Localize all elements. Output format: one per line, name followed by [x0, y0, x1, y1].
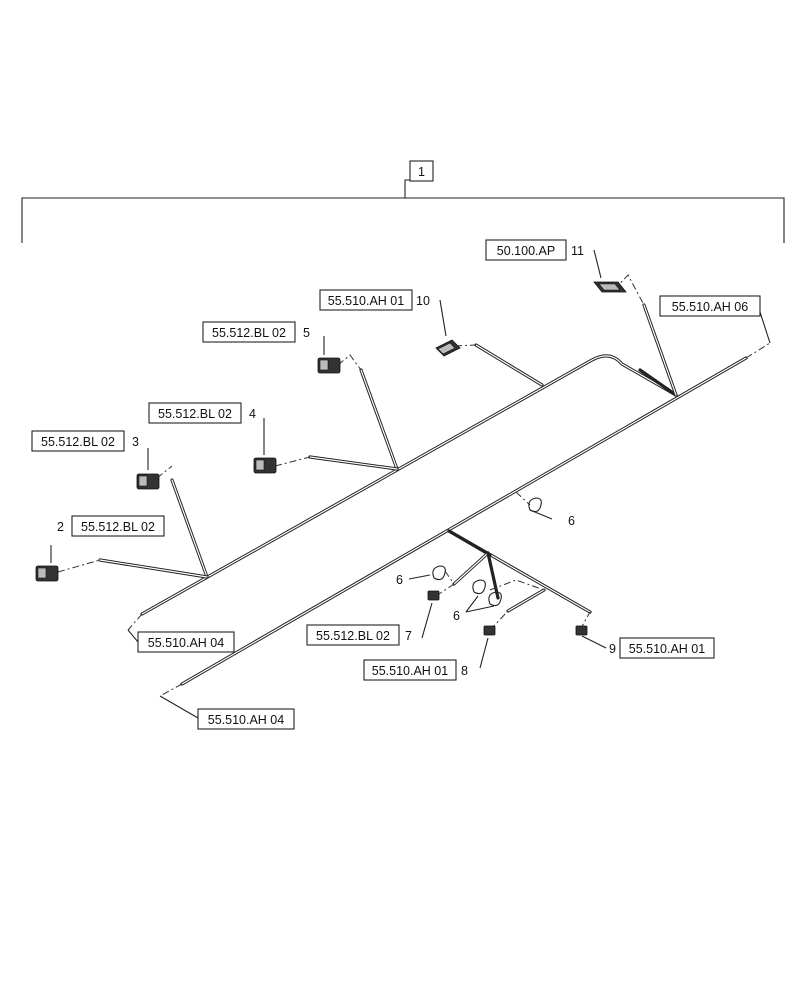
callout-item-10[interactable]: 55.510.AH 01 10 [319, 289, 430, 311]
callout-item-number: 8 [461, 664, 468, 678]
callout-reference: 55.510.AH 04 [148, 636, 224, 650]
callout-reference: 55.512.BL 02 [81, 520, 155, 534]
callout-item-number: 11 [571, 244, 584, 258]
callout-item-8[interactable]: 55.510.AH 01 8 [363, 659, 468, 681]
branch-wires-upper [98, 303, 678, 579]
callout-item-2[interactable]: 2 55.512.BL 02 [57, 515, 165, 537]
callout-ah06[interactable]: 55.510.AH 06 [659, 295, 761, 317]
branch-wires-lower [447, 529, 592, 614]
callout-reference: 55.512.BL 02 [158, 407, 232, 421]
callout-reference: 55.510.AH 04 [208, 713, 284, 727]
assembly-item-box[interactable] [409, 160, 434, 182]
callout-item-number: 3 [132, 435, 139, 449]
connector-item-3[interactable] [136, 473, 160, 490]
callout-reference: 50.100.AP [497, 244, 555, 258]
assembly-item-number: 1 [418, 165, 425, 179]
connector-item-11[interactable] [593, 281, 627, 293]
connector-item-10[interactable] [435, 339, 461, 357]
callout-reference: 55.512.BL 02 [41, 435, 115, 449]
callout-item-6-upper[interactable]: 6 [568, 514, 575, 528]
assembly-bracket: 1 [21, 160, 785, 243]
connector-item-9[interactable] [575, 625, 588, 636]
connector-item-5[interactable] [317, 357, 341, 374]
callout-item-6-left[interactable]: 6 [396, 573, 403, 587]
callout-item-number: 2 [57, 520, 64, 534]
callout-reference: 55.512.BL 02 [212, 326, 286, 340]
callout-reference: 55.510.AH 01 [372, 664, 448, 678]
clip-center[interactable] [472, 579, 486, 595]
callout-item-7[interactable]: 55.512.BL 02 7 [306, 624, 412, 646]
connector-item-4[interactable] [253, 457, 277, 474]
connector-item-8[interactable] [483, 625, 496, 636]
callout-item-3[interactable]: 55.512.BL 02 3 [31, 430, 139, 452]
callout-item-5[interactable]: 55.512.BL 02 5 [202, 321, 310, 343]
callout-leaders [50, 249, 771, 719]
callout-item-4[interactable]: 55.512.BL 02 4 [148, 402, 256, 424]
connectors [35, 281, 627, 636]
clip-left[interactable] [432, 565, 446, 581]
callout-item-number: 5 [303, 326, 310, 340]
callout-item-number: 6 [396, 573, 403, 587]
clip-upper[interactable] [528, 497, 542, 513]
callout-item-number: 9 [609, 642, 616, 656]
callouts: 2 55.512.BL 02 55.512.BL 02 3 55.512.BL … [31, 239, 761, 730]
callout-item-6-lower[interactable]: 6 [453, 609, 460, 623]
callout-item-number: 6 [568, 514, 575, 528]
callout-item-number: 6 [453, 609, 460, 623]
callout-item-number: 10 [416, 294, 430, 308]
callout-item-number: 7 [405, 629, 412, 643]
callout-item-9[interactable]: 9 55.510.AH 01 [609, 637, 715, 659]
clips-item-6 [432, 497, 542, 607]
callout-reference: 55.510.AH 06 [672, 300, 748, 314]
clip-right[interactable] [488, 591, 502, 607]
connector-item-7[interactable] [427, 590, 440, 601]
callout-reference: 55.512.BL 02 [316, 629, 390, 643]
callout-reference: 55.510.AH 01 [328, 294, 404, 308]
callout-item-11[interactable]: 50.100.AP 11 [485, 239, 584, 261]
callout-ah04-bottom[interactable]: 55.510.AH 04 [197, 708, 295, 730]
callout-reference: 55.510.AH 01 [629, 642, 705, 656]
callout-ah04-left[interactable]: 55.510.AH 04 [137, 631, 235, 653]
connector-item-2[interactable] [35, 565, 59, 582]
main-trunk [140, 354, 748, 686]
callout-item-number: 4 [249, 407, 256, 421]
